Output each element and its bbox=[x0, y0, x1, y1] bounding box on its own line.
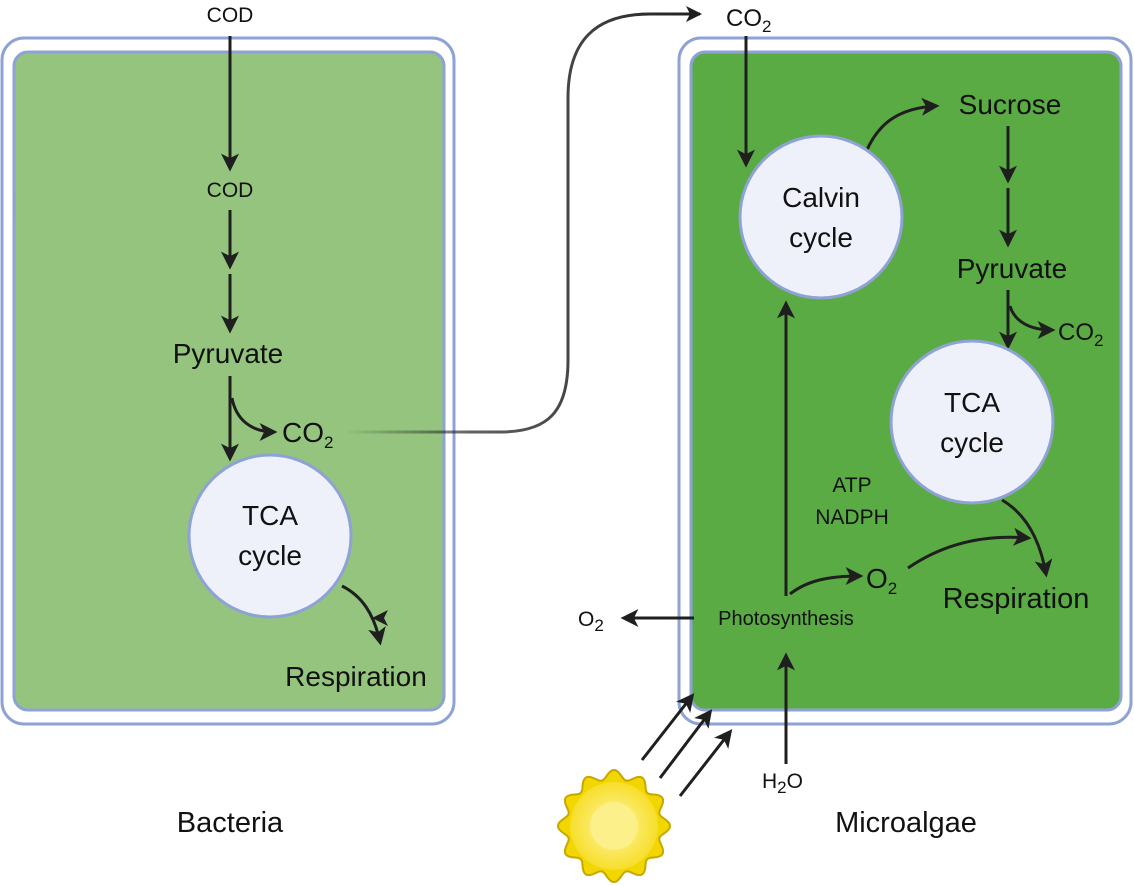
water-o: O bbox=[787, 770, 803, 793]
microalgae-caption: Microalgae bbox=[835, 807, 977, 839]
algae-co2-out-subscript: 2 bbox=[1094, 331, 1103, 350]
bacteria-caption: Bacteria bbox=[177, 807, 284, 839]
sunlight-ray-3 bbox=[678, 729, 733, 797]
bacteria-co2-subscript: 2 bbox=[324, 433, 333, 452]
sun-icon bbox=[556, 768, 672, 884]
arrow-pyruvate-to-co2 bbox=[230, 397, 278, 441]
nadph-label: NADPH bbox=[815, 506, 889, 529]
sunlight-ray-1 bbox=[640, 693, 695, 761]
co2-transfer-line bbox=[345, 12, 700, 434]
bacteria-tca-line1: TCA bbox=[242, 500, 298, 531]
algae-tca-circle bbox=[889, 339, 1055, 505]
bacteria-tca-circle bbox=[187, 453, 353, 619]
arrow-o2-to-respiration bbox=[907, 527, 1032, 570]
bacteria-pyruvate-label: Pyruvate bbox=[173, 338, 284, 369]
algae-tca-line2: cycle bbox=[940, 427, 1004, 458]
algae-o2-subscript: 2 bbox=[888, 579, 897, 598]
o2-transfer-arrowhead bbox=[372, 610, 388, 626]
algae-tca-line1: TCA bbox=[944, 387, 1000, 418]
bacteria-co2-label: CO2 bbox=[282, 417, 333, 452]
sunlight-ray-2 bbox=[658, 709, 713, 779]
photosynthesis-label: Photosynthesis bbox=[718, 608, 854, 630]
arrow-tca-to-respiration bbox=[341, 584, 386, 646]
bacteria-respiration-label: Respiration bbox=[285, 661, 427, 692]
algae-pyruvate-label: Pyruvate bbox=[957, 253, 1068, 284]
calvin-line1: Calvin bbox=[782, 182, 860, 213]
calvin-cycle-circle bbox=[738, 134, 904, 300]
water-h: H bbox=[762, 770, 777, 793]
water-label: H2O bbox=[762, 770, 803, 797]
o2-transfer-label: O2 bbox=[578, 608, 604, 635]
algae-sucrose-label: Sucrose bbox=[959, 89, 1062, 120]
co2-transfer-arrowhead bbox=[686, 6, 702, 22]
bacteria-co2-main: CO bbox=[282, 417, 324, 448]
arrow-calvin-to-sucrose bbox=[864, 97, 940, 153]
o2-transfer-main: O bbox=[578, 608, 594, 631]
algae-co2-out-label: CO2 bbox=[1058, 319, 1103, 350]
water-subscript: 2 bbox=[777, 778, 786, 797]
algae-co2-in-main: CO bbox=[726, 5, 762, 32]
algae-o2-main: O bbox=[866, 563, 888, 594]
calvin-line2: cycle bbox=[789, 222, 853, 253]
atp-label: ATP bbox=[832, 474, 871, 497]
algae-co2-in-label: CO2 bbox=[726, 5, 771, 36]
bacteria-arrows bbox=[221, 36, 386, 646]
bacteria-cell bbox=[0, 36, 456, 726]
algae-co2-in-subscript: 2 bbox=[762, 17, 771, 36]
bacteria-tca-line2: cycle bbox=[238, 540, 302, 571]
bacteria-input-cod-label: COD bbox=[207, 4, 254, 27]
algae-co2-out-main: CO bbox=[1058, 319, 1094, 346]
microalgae-arrows bbox=[620, 36, 1056, 797]
o2-transfer-subscript: 2 bbox=[594, 616, 603, 635]
arrow-pyruvate-to-co2-algae bbox=[1008, 305, 1056, 339]
arrow-photosynthesis-to-o2 bbox=[789, 567, 864, 596]
bacteria-cod-label: COD bbox=[207, 179, 254, 202]
algae-o2-label: O2 bbox=[866, 563, 897, 598]
algae-respiration-label: Respiration bbox=[943, 583, 1090, 615]
